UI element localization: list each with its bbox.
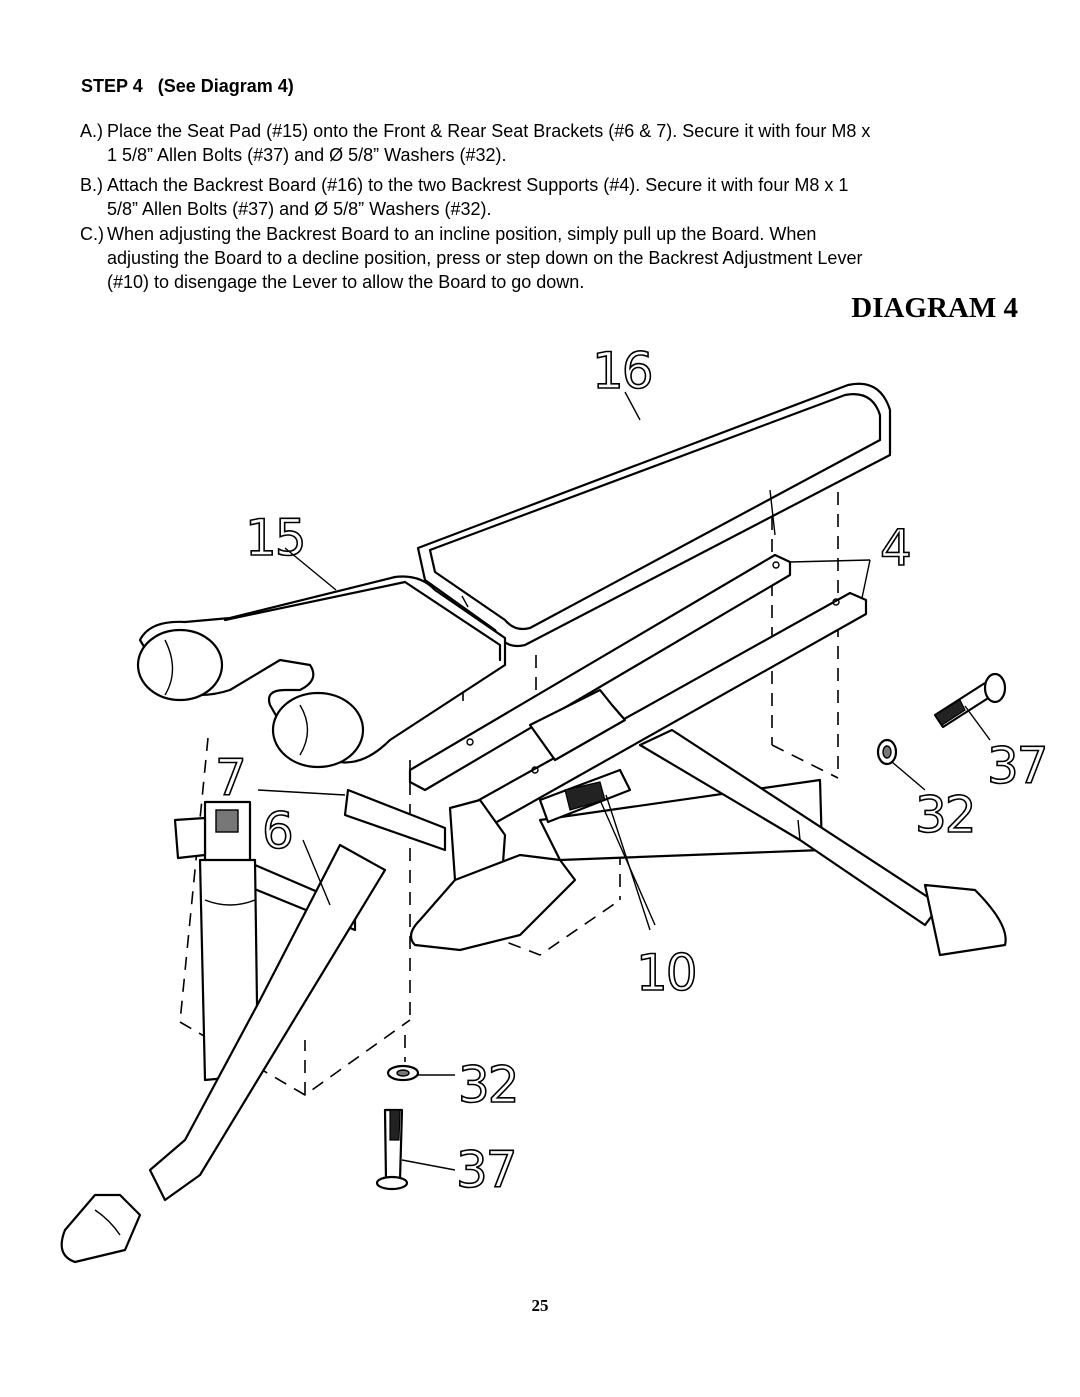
instruction-line: adjusting the Board to a decline positio… <box>107 248 863 268</box>
callout-32-lower: 32 <box>458 1056 518 1114</box>
instruction-label: A.) <box>80 121 104 141</box>
washer-32-upper <box>876 738 898 766</box>
callout-10: 10 <box>636 944 696 1002</box>
callout-32-upper: 32 <box>915 786 975 844</box>
instruction-line: 1 5/8” Allen Bolts (#37) and Ø 5/8” Wash… <box>107 145 507 165</box>
step-heading: STEP 4 (See Diagram 4) <box>81 76 294 96</box>
callout-37-upper: 37 <box>987 737 1047 795</box>
callout-37-lower: 37 <box>456 1141 516 1199</box>
callout-4: 4 <box>880 519 910 577</box>
backrest-board <box>416 382 892 648</box>
instruction-label: B.) <box>80 175 104 195</box>
callout-15: 15 <box>245 509 305 567</box>
instruction-line: (#10) to disengage the Lever to allow th… <box>107 272 585 292</box>
leader-lines <box>257 391 991 1171</box>
instruction-line: Place the Seat Pad (#15) onto the Front … <box>107 121 871 141</box>
instruction-line: 5/8” Allen Bolts (#37) and Ø 5/8” Washer… <box>107 199 492 219</box>
callout-16: 16 <box>592 342 652 400</box>
callout-labels: 16 15 4 7 6 37 32 10 32 37 <box>214 341 1049 1200</box>
instruction-a: A.) Place the Seat Pad (#15) onto the Fr… <box>80 119 1030 167</box>
page-number: 25 <box>531 1296 549 1315</box>
instruction-line: Attach the Backrest Board (#16) to the t… <box>107 175 849 195</box>
callout-6: 6 <box>262 802 292 860</box>
bolt-37-lower <box>375 1108 409 1191</box>
washer-32-lower <box>386 1064 420 1082</box>
instruction-label: C.) <box>80 224 104 244</box>
instruction-line: When adjusting the Backrest Board to an … <box>107 224 817 244</box>
instruction-c: C.) When adjusting the Backrest Board to… <box>80 222 1030 294</box>
diagram-title: DIAGRAM 4 <box>851 292 1018 324</box>
bolt-37-upper <box>933 672 1007 729</box>
seat-pad <box>136 575 507 769</box>
instruction-b: B.) Attach the Backrest Board (#16) to t… <box>80 173 1030 221</box>
adjustment-lever <box>409 768 656 952</box>
center-frame <box>528 688 1007 957</box>
front-leg <box>60 843 387 1264</box>
callout-7: 7 <box>215 749 245 807</box>
